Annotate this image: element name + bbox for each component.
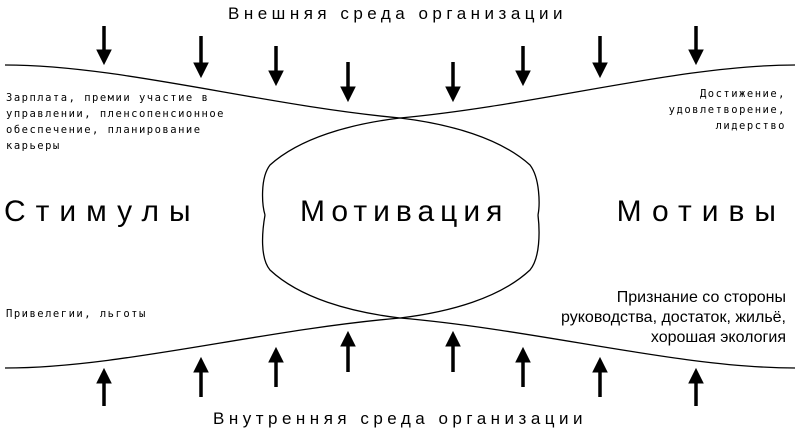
- arrow-icon: [592, 36, 608, 79]
- arrow-icon: [340, 330, 356, 372]
- arrow-icon: [340, 62, 356, 103]
- arrow-icon: [688, 26, 704, 66]
- arrow-icon: [515, 346, 531, 387]
- bottom-arrows: [96, 330, 704, 406]
- arrow-icon: [268, 46, 284, 87]
- arrow-icon: [515, 46, 531, 87]
- bottom-title: Внутренняя среда организации: [213, 409, 588, 428]
- top-title: Внешняя среда организации: [228, 4, 568, 23]
- arrow-icon: [193, 356, 209, 397]
- top-arrows: [96, 26, 704, 103]
- lower-right-curve: [261, 214, 796, 369]
- arrow-icon: [688, 367, 704, 406]
- arrow-icon: [445, 62, 461, 103]
- arrow-icon: [193, 36, 209, 79]
- arrow-icon: [445, 330, 461, 372]
- center-label: Мотивация: [300, 195, 509, 228]
- upper-right-curve: [261, 64, 796, 216]
- top-left-text: Зарплата, премии участие в управлении, п…: [6, 92, 226, 152]
- arrow-icon: [96, 26, 112, 66]
- arrow-icon: [592, 356, 608, 397]
- bottom-right-text: Признание со стороны руководства, достат…: [561, 289, 786, 346]
- bottom-left-text: Привелегии, льготы: [6, 308, 147, 320]
- right-label: Мотивы: [616, 195, 786, 228]
- arrow-icon: [96, 367, 112, 406]
- left-label: Стимулы: [4, 195, 201, 228]
- arrow-icon: [268, 346, 284, 387]
- top-right-text: Достижение, удовлетворение, лидерство: [668, 88, 786, 132]
